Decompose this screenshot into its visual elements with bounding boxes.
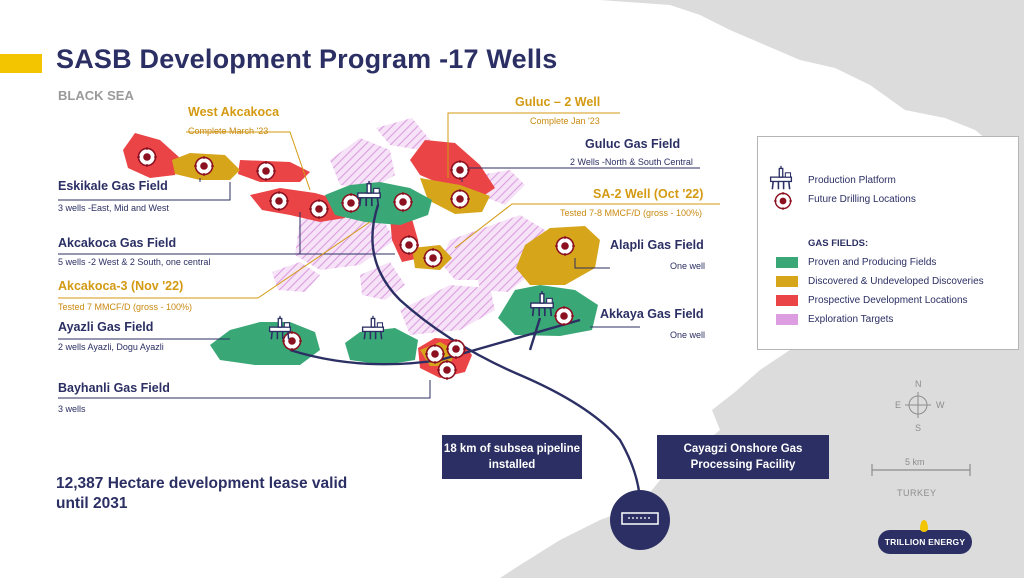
compass-icon [905, 392, 931, 418]
legend-swatch-proven [776, 257, 798, 268]
legend-discovered: Discovered & Undeveloped Discoveries [808, 276, 984, 287]
field-alapli-yellow [516, 226, 600, 285]
title-accent-bar [0, 54, 42, 73]
legend-gas-fields-heading: GAS FIELDS: [808, 238, 869, 249]
field-detail-akcakoca: 5 wells -2 West & 2 South, one central [58, 257, 211, 267]
compass-w: W [936, 400, 945, 410]
field-detail-bayhanli: 3 wells [58, 404, 86, 414]
legend-swatch-exploration [776, 314, 798, 325]
field-label-guluc: Guluc Gas Field [585, 137, 681, 151]
compass-e: E [895, 400, 902, 410]
scale-label: 5 km [905, 457, 925, 467]
page-title: SASB Development Program -17 Wells [56, 44, 558, 74]
region-label: BLACK SEA [58, 88, 134, 103]
field-label-akcakoca: Akcakoca Gas Field [58, 236, 177, 250]
field-detail-akkaya: One well [670, 330, 706, 340]
map-legend: Production Platform Future Drilling Loca… [757, 136, 1019, 350]
well-label-guluc2: Guluc – 2 Well [515, 95, 601, 109]
land-turkey [500, 0, 1024, 578]
company-logo: TRILLION ENERGY [878, 520, 972, 554]
exploration-target [376, 118, 430, 150]
exploration-target [330, 138, 395, 190]
lease-note: 12,387 Hectare development lease valid u… [56, 475, 348, 512]
well-detail-guluc2: Complete Jan '23 [530, 116, 600, 126]
compass-n: N [915, 379, 922, 389]
compass-s: S [915, 423, 922, 433]
legend-production-platform: Production Platform [808, 175, 896, 186]
field-label-alapli: Alapli Gas Field [610, 238, 704, 252]
well-detail-sa2: Tested 7-8 MMCF/D (gross - 100%) [560, 208, 703, 218]
well-detail-akcakoca3: Tested 7 MMCF/D (gross - 100%) [58, 302, 193, 312]
drill-location-icon [774, 192, 792, 210]
well-label-sa2: SA-2 Well (Oct '22) [593, 187, 704, 201]
exploration-target [400, 285, 495, 335]
field-label-akkaya: Akkaya Gas Field [600, 307, 704, 321]
field-label-eskikale: Eskikale Gas Field [58, 179, 168, 193]
field-label-bayhanli: Bayhanli Gas Field [58, 381, 170, 395]
field-detail-ayazli: 2 wells Ayazli, Dogu Ayazli [58, 342, 164, 352]
exploration-target [480, 170, 525, 205]
leader-lines-gold [58, 112, 720, 299]
platform-icon [769, 165, 793, 191]
field-label-ayazli: Ayazli Gas Field [58, 320, 154, 334]
facility-icon [610, 490, 670, 550]
pipeline-callout: 18 km of subsea pipeline installed [442, 435, 582, 479]
field-detail-alapli: One well [670, 261, 706, 271]
field-detail-guluc: 2 Wells -North & South Central [570, 157, 693, 167]
well-label-west-akcakoca: West Akcakoca [188, 105, 280, 119]
logo-text: TRILLION ENERGY [884, 537, 966, 547]
field-akkaya-green [498, 285, 598, 336]
legend-future-drilling: Future Drilling Locations [808, 194, 916, 205]
flame-icon [920, 520, 928, 532]
legend-proven: Proven and Producing Fields [808, 257, 937, 268]
legend-prospective: Prospective Development Locations [808, 295, 968, 306]
field-ayazli-green [210, 322, 320, 365]
well-label-akcakoca3: Akcakoca-3 (Nov '22) [58, 279, 184, 293]
exploration-target [360, 262, 405, 300]
field-ayazli-green-2 [345, 328, 418, 365]
well-detail-west-akcakoca: Complete March '23 [188, 126, 269, 136]
exploration-target [476, 255, 530, 292]
field-detail-eskikale: 3 wells -East, Mid and West [58, 203, 169, 213]
legend-swatch-discovered [776, 276, 798, 287]
facility-callout: Cayagzi Onshore Gas Processing Facility [657, 435, 829, 479]
exploration-target [272, 262, 320, 292]
scale-bar [871, 464, 971, 476]
legend-swatch-prospective [776, 295, 798, 306]
country-label: TURKEY [897, 488, 937, 498]
legend-exploration: Exploration Targets [808, 314, 894, 325]
